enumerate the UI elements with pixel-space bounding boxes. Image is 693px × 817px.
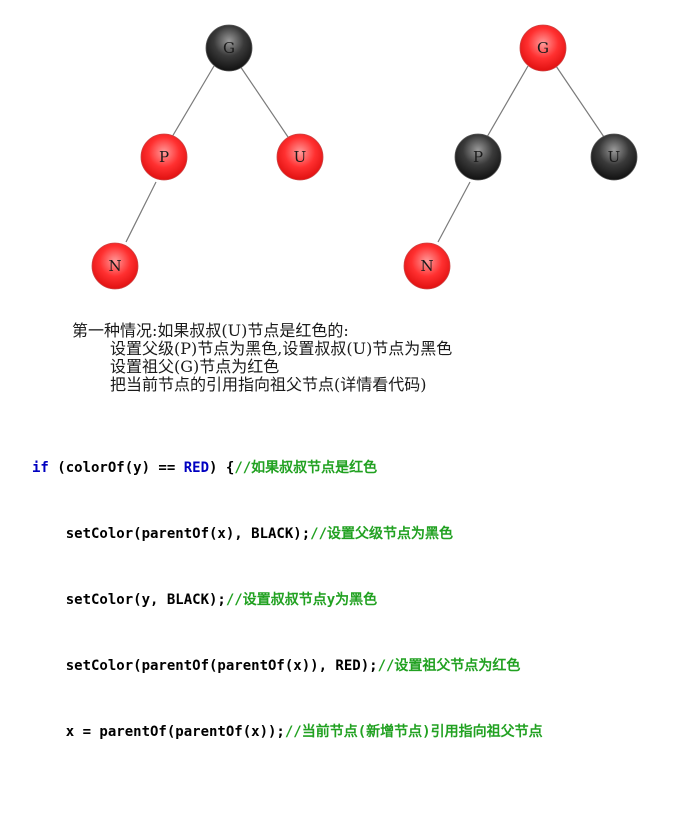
node-label: G [223,39,235,57]
node-label: N [420,257,433,275]
edge-g-p [171,65,215,138]
node-label: P [159,148,169,166]
tree2-node-u: U [590,133,638,181]
code-snippet: if (colorOf(y) == RED) {//如果叔叔节点是红色 setC… [32,413,543,817]
code-line: setColor(parentOf(parentOf(x)), RED);//设… [32,655,543,677]
code-comment: //设置叔叔节点y为黑色 [225,592,378,608]
tree1-node-p: P [140,133,188,181]
code-text: x = parentOf(parentOf(x)); [32,724,285,740]
code-text: (colorOf(y) == [48,460,184,476]
tree1-node-u: U [276,133,324,181]
code-comment: //设置父级节点为黑色 [310,526,454,542]
code-line: setColor(y, BLACK);//设置叔叔节点y为黑色 [32,589,543,611]
code-comment: //当前节点(新增节点)引用指向祖父节点 [284,724,543,740]
edge-g-p [486,65,529,138]
code-text: setColor(parentOf(parentOf(x)), RED); [32,658,378,674]
explanation-step: 设置父级(P)节点为黑色,设置叔叔(U)节点为黑色 [110,339,453,358]
node-label: P [473,148,483,166]
code-comment: //设置祖父节点为红色 [377,658,521,674]
tree1-edges [125,65,289,243]
rb-tree-diagrams: G P U N G P U N [91,24,638,290]
case-explanation: 第一种情况:如果叔叔(U)节点是红色的: 设置父级(P)节点为黑色,设置叔叔(U… [72,322,452,394]
node-label: U [608,148,621,166]
edge-g-u [555,65,605,138]
code-keyword: RED [183,460,210,476]
code-text: setColor(parentOf(x), BLACK); [32,526,311,542]
edge-p-n [437,181,471,243]
explanation-step: 把当前节点的引用指向祖父节点(详情看代码) [110,375,427,394]
code-line-cutoff [32,787,543,795]
code-comment: //如果叔叔节点是红色 [234,460,378,476]
explanation-step: 设置祖父(G)节点为红色 [110,357,280,376]
tree2-node-p: P [454,133,502,181]
code-text: ) { [209,460,235,476]
tree1-node-n: N [91,242,139,290]
code-line: setColor(parentOf(x), BLACK);//设置父级节点为黑色 [32,523,543,545]
tree2-node-g: G [519,24,567,72]
tree1-node-g: G [205,24,253,72]
code-keyword: if [32,460,49,476]
code-line: x = parentOf(parentOf(x));//当前节点(新增节点)引用… [32,721,543,743]
node-label: G [537,39,549,57]
edge-g-u [239,65,289,138]
edge-p-n [125,181,157,243]
explanation-heading: 第一种情况:如果叔叔(U)节点是红色的: [72,321,349,340]
node-label: U [294,148,307,166]
tree2-node-n: N [403,242,451,290]
tree2-edges [437,65,605,243]
code-text: setColor(y, BLACK); [32,592,226,608]
code-line: if (colorOf(y) == RED) {//如果叔叔节点是红色 [32,457,543,479]
node-label: N [108,257,121,275]
